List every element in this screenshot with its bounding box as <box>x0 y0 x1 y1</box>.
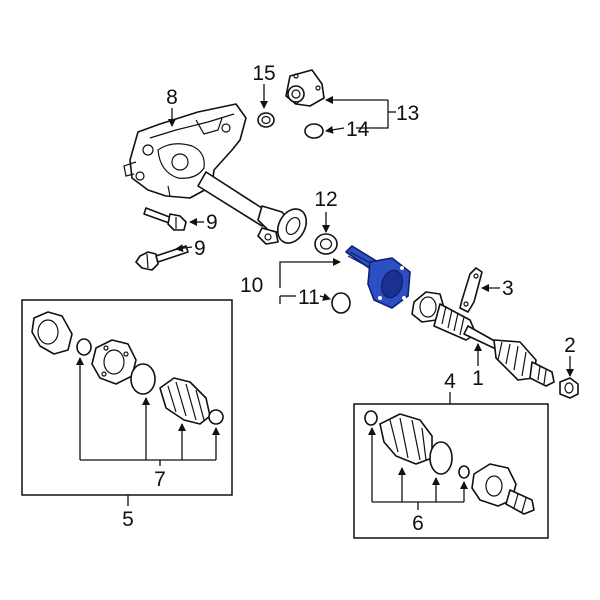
callout-9-lower: 9 <box>194 237 206 260</box>
callout-5: 5 <box>122 508 134 531</box>
inner-clamp <box>208 409 224 425</box>
callout-4: 4 <box>444 370 456 393</box>
outer-cv-joint <box>471 463 535 515</box>
bracket-3 <box>459 267 483 313</box>
o-ring-14 <box>304 123 324 139</box>
seal-12 <box>314 233 338 255</box>
seal-15 <box>257 112 275 128</box>
inner-clip <box>76 338 92 356</box>
callout-14: 14 <box>346 118 370 141</box>
callout-8: 8 <box>166 86 178 109</box>
outer-ring <box>429 441 453 475</box>
outer-boot <box>379 413 433 465</box>
inner-boot-cap <box>31 311 73 355</box>
inner-cv-joint <box>91 339 137 385</box>
outer-joint-kit-box <box>353 403 549 539</box>
axle-nut-2 <box>559 377 579 399</box>
callout-9-upper: 9 <box>206 211 218 234</box>
callout-15: 15 <box>252 62 275 85</box>
inner-joint-kit-box <box>21 299 233 496</box>
inner-boot <box>159 377 211 425</box>
intermediate-shaft-highlighted <box>345 245 411 309</box>
bolt-upper <box>143 207 187 231</box>
callout-13: 13 <box>396 102 419 125</box>
output-flange-13 <box>285 69 325 107</box>
outer-snap-ring <box>458 465 470 479</box>
outer-clip <box>364 410 378 426</box>
callout-3: 3 <box>502 277 514 300</box>
o-ring-11 <box>331 292 351 314</box>
drive-shaft-assembly <box>411 291 555 387</box>
inner-ring <box>130 363 156 395</box>
callout-12: 12 <box>314 188 337 211</box>
callout-11: 11 <box>298 286 320 309</box>
callout-1: 1 <box>472 367 484 390</box>
callout-7: 7 <box>154 468 166 491</box>
differential-housing <box>123 103 308 245</box>
callout-2: 2 <box>564 334 576 357</box>
callout-10: 10 <box>240 274 263 297</box>
bolt-lower <box>135 245 189 271</box>
callout-6: 6 <box>412 512 424 535</box>
